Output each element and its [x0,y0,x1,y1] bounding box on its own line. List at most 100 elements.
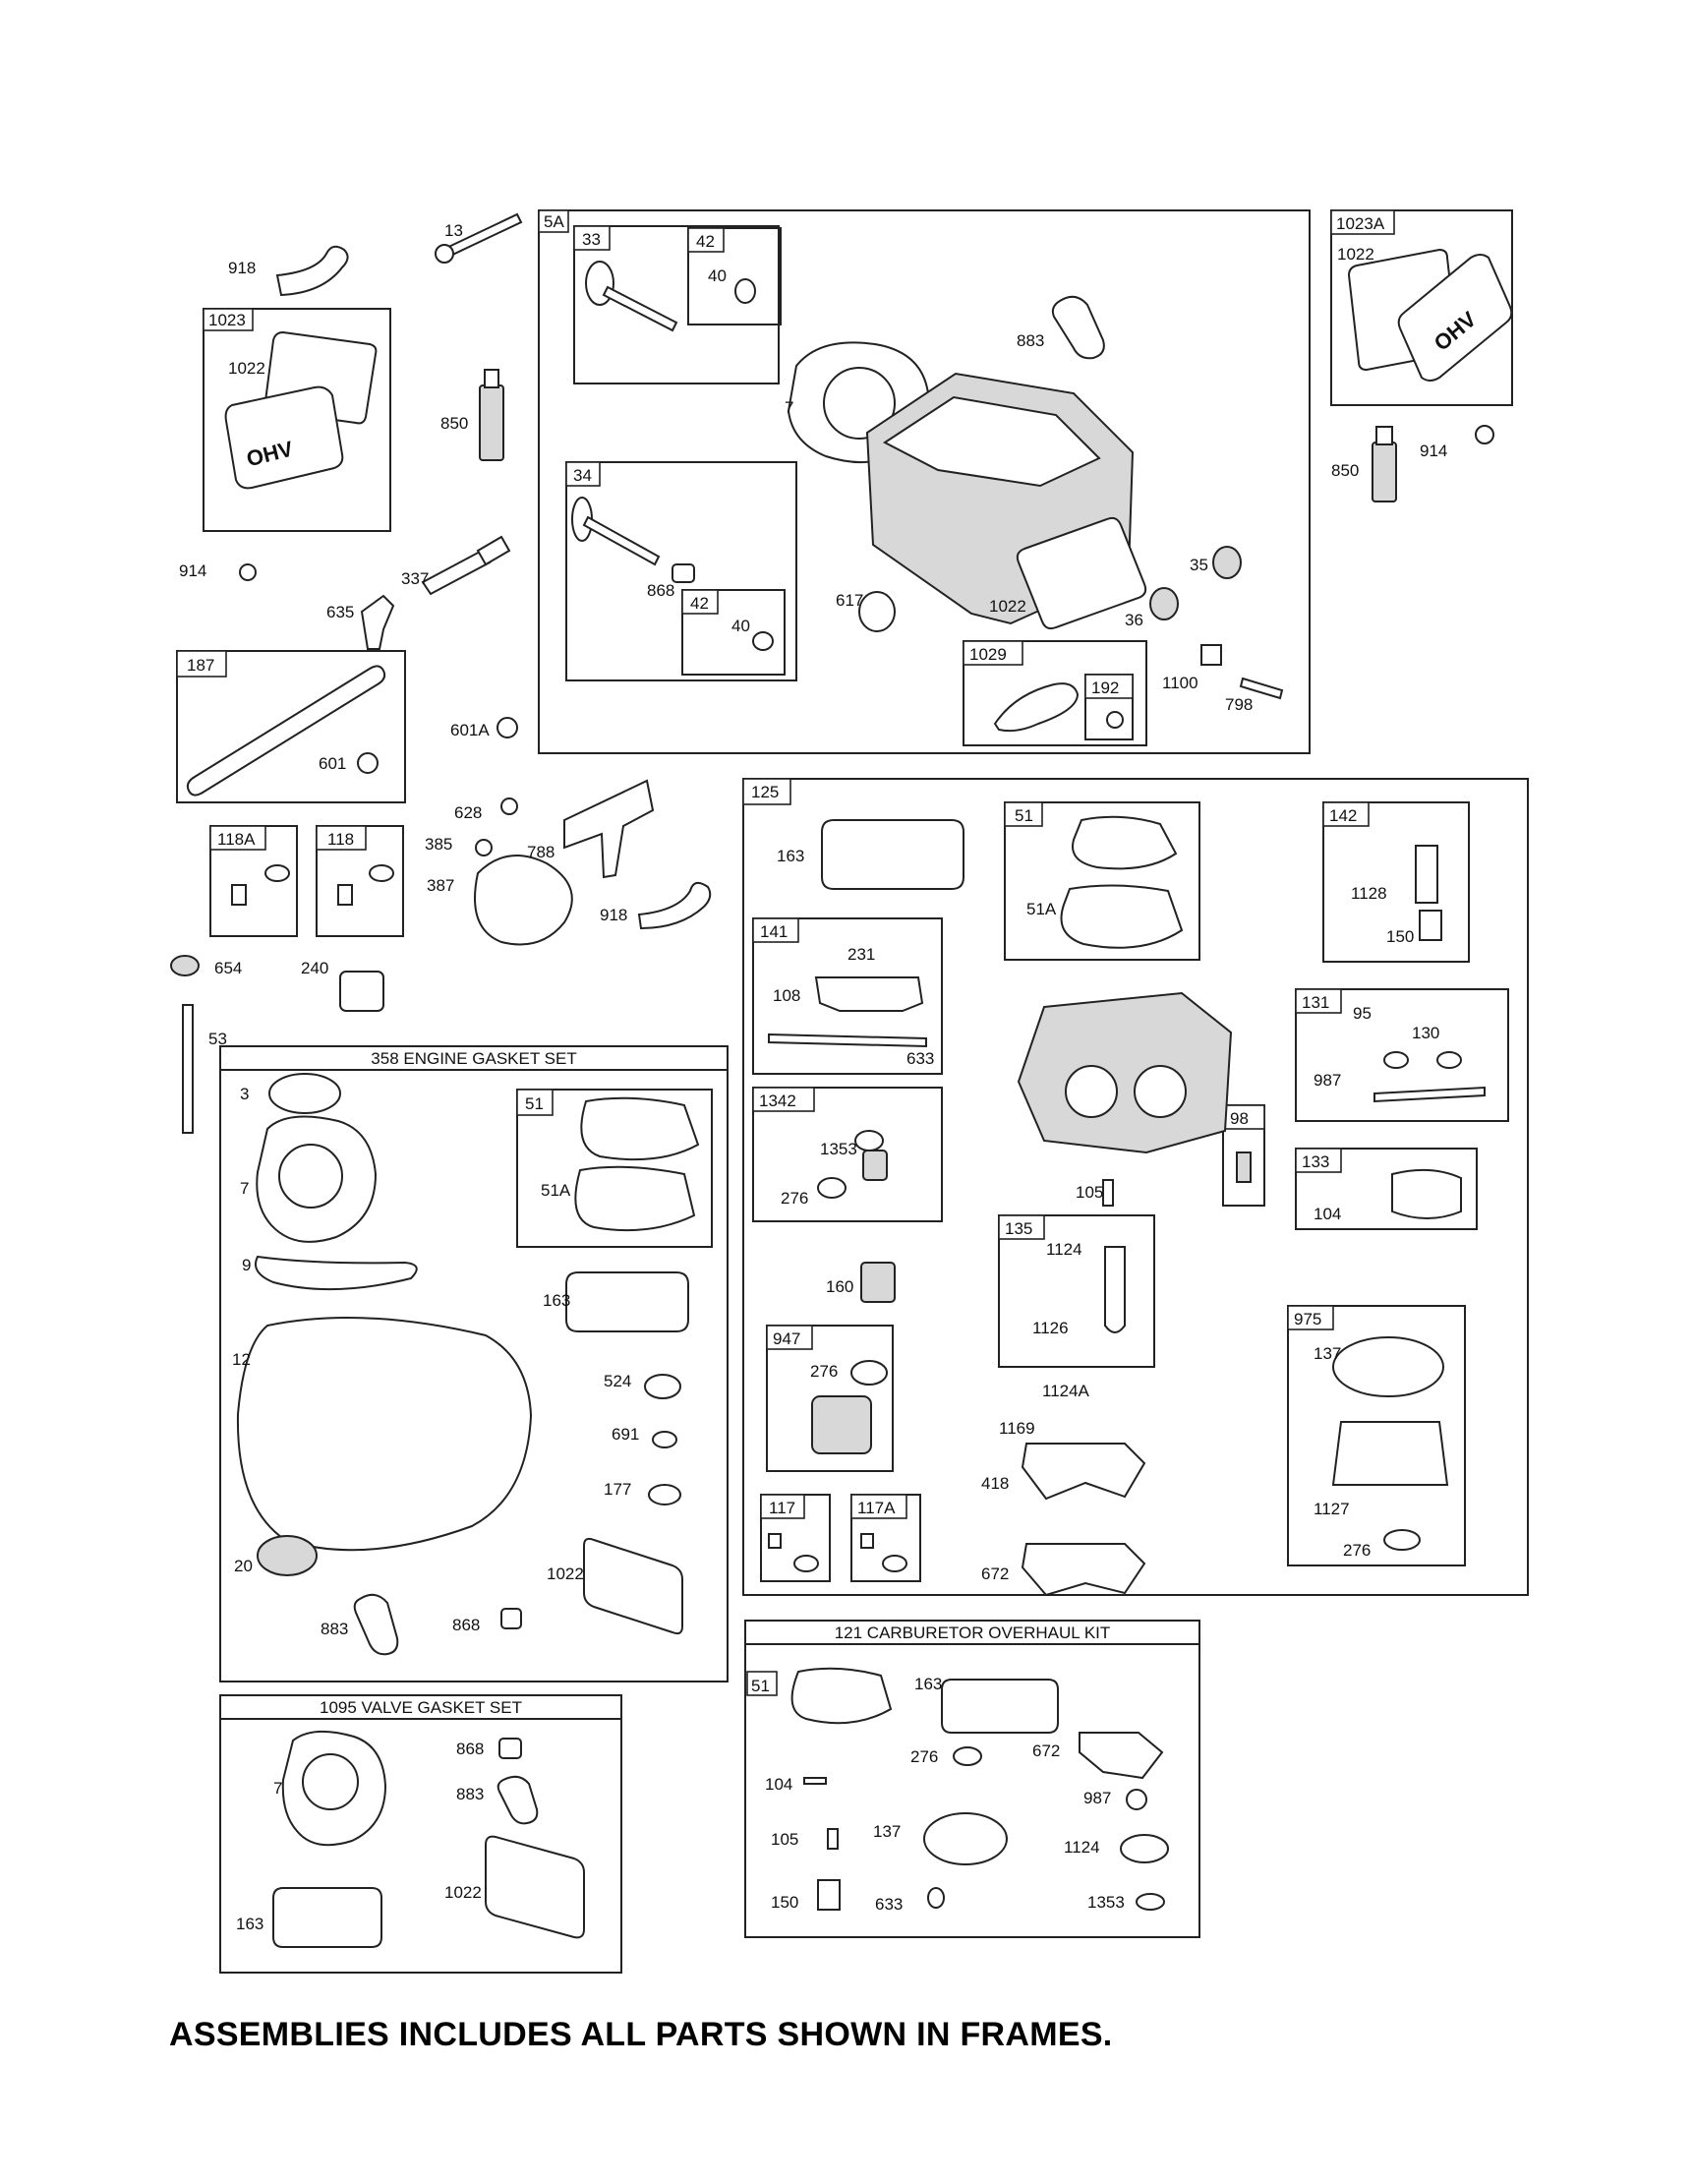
gasket-1022-valve [485,1835,585,1939]
washer-276a [817,1177,847,1199]
callout-1022d: 1022 [547,1564,584,1583]
bolt-798 [1239,677,1284,700]
sealant-tube [479,384,504,461]
callout-601: 601 [319,754,346,773]
callout-20: 20 [234,1557,253,1575]
callout-1124a: 1124 [1046,1240,1082,1259]
callout-788: 788 [527,843,555,861]
callout-1169: 1169 [999,1419,1035,1438]
kit-washer-276 [953,1746,982,1766]
callout-1022e: 1022 [444,1883,482,1902]
frame-label-42a: 42 [696,232,715,251]
frame-label-51a: 51 [1015,806,1033,825]
callout-850: 850 [440,414,468,433]
callout-104a: 104 [1314,1205,1341,1223]
callout-1128: 1128 [1351,884,1387,903]
carb-throat-2 [1134,1065,1187,1118]
callout-240: 240 [301,959,328,977]
oil-seal-20 [257,1535,318,1576]
rocker-arm [993,682,1080,733]
carburetor-body [1017,991,1233,1154]
gasket-51 [1072,815,1178,870]
bolt-head [435,244,454,264]
gasket-51a-set [574,1165,696,1232]
kit-pin-104 [803,1777,827,1785]
callout-868c: 868 [456,1740,484,1758]
callout-137a: 137 [1314,1344,1341,1363]
engine-gasket-set-title: 358 ENGINE GASKET SET [371,1049,576,1068]
kit-gasket-51 [790,1667,893,1725]
screw-914 [239,563,257,581]
frame-label-142: 142 [1329,806,1357,825]
clamp-601a [497,717,518,738]
dipstick-tube-53 [182,1004,194,1134]
kit-gasket-163 [941,1679,1059,1734]
gasket-163-valve [272,1887,382,1948]
callout-1126: 1126 [1032,1319,1069,1337]
gasket-51a [1060,884,1184,949]
valve-stem-33 [602,285,678,332]
rocker-nut-192 [1106,711,1124,729]
callout-40b: 40 [731,617,750,635]
callout-691: 691 [612,1425,639,1444]
frame-label-34: 34 [573,466,592,485]
callout-53: 53 [208,1030,227,1048]
rocker-cover-gasket [1016,516,1147,630]
callout-798: 798 [1225,695,1253,714]
exhaust-gasket [1051,295,1105,360]
kit-needle-105 [827,1828,839,1850]
sealant-tube-right [1372,442,1397,502]
frame-label-1029: 1029 [969,645,1007,664]
callout-633a: 633 [906,1049,934,1068]
frame-label-117: 117 [769,1499,795,1517]
screw-385 [475,839,493,856]
callout-617: 617 [836,591,863,610]
callout-918: 918 [228,259,256,277]
frame-label-42b: 42 [690,594,709,613]
frame-label-131: 131 [1302,993,1329,1012]
frame-label-135: 135 [1005,1219,1032,1238]
callout-883b: 883 [321,1620,348,1638]
callout-labels: 918 13 1022 850 914 337 635 601 601A 40 … [179,221,1447,1933]
callout-601a: 601A [450,721,490,739]
frame-label-51c: 51 [751,1677,770,1695]
grommet-654 [170,955,200,976]
washer-118 [369,864,394,882]
callout-36: 36 [1125,611,1143,629]
frame-label-1342: 1342 [759,1092,796,1110]
seat-1342 [862,1150,888,1181]
callout-1022: 1022 [228,359,265,378]
callout-7c: 7 [273,1779,282,1798]
screw-914-right [1475,425,1494,444]
valve-seal-40b [752,631,774,651]
callout-387: 387 [427,876,454,895]
frame-label-117a: 117A [857,1499,896,1517]
o-ring-137 [1332,1336,1444,1397]
exhaust-gasket-883-valve [497,1775,539,1825]
part-drawings: OHV [170,212,1513,1948]
frame-label-51b: 51 [525,1094,544,1113]
fuel-pump [474,855,573,946]
assemblies-footer-note: ASSEMBLIES INCLUDES ALL PARTS SHOWN IN F… [169,2016,1113,2053]
solenoid-947 [811,1395,872,1454]
callout-35: 35 [1190,556,1208,574]
callout-7b: 7 [240,1179,249,1198]
callout-883c: 883 [456,1785,484,1803]
callout-150a: 150 [1386,927,1414,946]
callout-1022b: 1022 [989,597,1026,616]
callout-137b: 137 [873,1822,901,1841]
breather-tube [275,245,349,297]
kit-gasket-672 [1079,1732,1164,1780]
spring-98 [1236,1151,1252,1183]
plate-418 [1021,1443,1146,1501]
washer-276b [850,1360,888,1386]
callout-635: 635 [326,603,354,621]
o-ring-617 [858,591,896,632]
callout-654: 654 [214,959,242,977]
callout-163b: 163 [543,1291,570,1310]
callout-1127: 1127 [1314,1500,1350,1518]
callout-276c: 276 [1343,1541,1371,1560]
callout-672a: 672 [981,1564,1009,1583]
spring-36 [1149,587,1179,620]
